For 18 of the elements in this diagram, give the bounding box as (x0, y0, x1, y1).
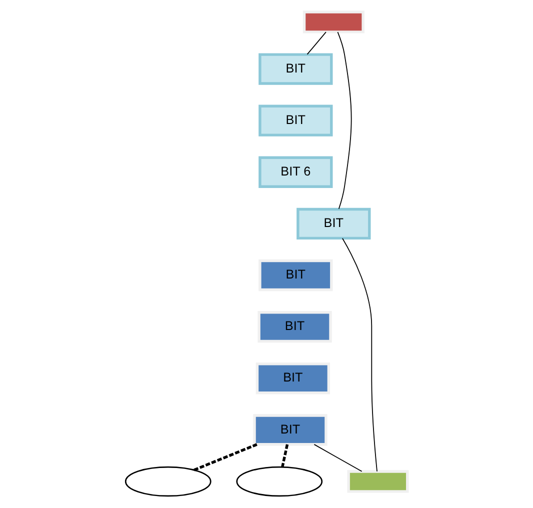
connector (194, 443, 258, 472)
connector (314, 444, 362, 472)
node-box: BIT (296, 208, 371, 240)
connector (337, 32, 352, 210)
node-box (347, 470, 409, 493)
node-box: BIT (253, 414, 328, 446)
node-box (302, 10, 364, 34)
connector (306, 32, 326, 55)
node-box: BIT (258, 104, 333, 136)
node-box: BIT (258, 53, 333, 85)
connector (342, 238, 378, 472)
connector (281, 444, 289, 468)
node-box: BIT 6 (258, 156, 333, 188)
node-ellipse (236, 466, 323, 497)
node-box: BIT (256, 362, 330, 394)
node-box: BIT (258, 310, 332, 343)
node-box: BIT (258, 259, 333, 292)
node-ellipse (124, 466, 212, 497)
